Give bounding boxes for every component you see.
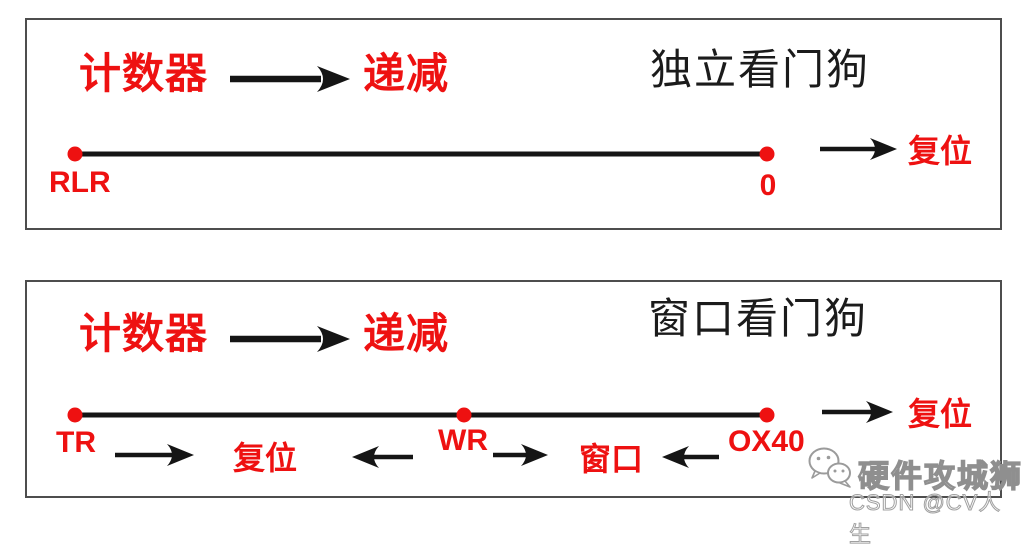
wwdg-window-zone-label: 窗口 (579, 441, 644, 477)
wwdg-window-zone-arrow-right-icon (493, 444, 548, 466)
timeline-dot-end (759, 146, 775, 162)
wwdg-decrement-label: 递减 (363, 310, 450, 357)
iwdg-timeline (67, 146, 775, 162)
wwdg-panel-title: 窗口看门狗 (648, 295, 869, 342)
iwdg-rlr-label: RLR (49, 166, 111, 199)
iwdg-reset-label: 复位 (908, 133, 973, 169)
wechat-icon (808, 447, 851, 488)
iwdg-reset-arrow-right-icon (820, 138, 897, 160)
timeline-dot-start (67, 407, 83, 423)
wwdg-reset-zone-arrow-right-icon (115, 444, 194, 466)
wwdg-reset-arrow-right-icon (822, 401, 893, 423)
wwdg-tr-label: TR (56, 426, 96, 459)
wwdg-panel: 计数器 递减 窗口看门狗 TR 复位 WR 窗口 (25, 280, 1002, 498)
iwdg-counter-label: 计数器 (79, 50, 209, 97)
watermark-brand: 硬件攻城狮 (857, 458, 1023, 494)
timeline-dot-window (456, 407, 472, 423)
wwdg-wr-label: WR (438, 424, 488, 457)
watermark-credit: CSDN @CV人生 (849, 490, 1002, 548)
timeline-dot-end (759, 407, 775, 423)
wwdg-timeline (67, 407, 775, 423)
timeline-dot-start (67, 146, 83, 162)
wwdg-ox40-label: OX40 (728, 425, 805, 458)
iwdg-counter-flow-arrow-right-icon (230, 66, 350, 92)
iwdg-panel-title: 独立看门狗 (650, 46, 871, 93)
iwdg-panel: 计数器 递减 独立看门狗 RLR 0 复位 (25, 18, 1002, 230)
wwdg-window-zone-arrow-left-icon (662, 446, 719, 468)
wwdg-reset-label: 复位 (908, 396, 973, 432)
iwdg-zero-label: 0 (759, 169, 777, 202)
wwdg-reset-zone-arrow-left-icon (352, 446, 413, 468)
wwdg-counter-flow-arrow-right-icon (230, 326, 350, 352)
wwdg-reset-zone-label: 复位 (233, 440, 298, 476)
iwdg-decrement-label: 递减 (363, 50, 450, 97)
watchdog-diagram: 计数器 递减 独立看门狗 RLR 0 复位 计数器 递减 窗口看门狗 (25, 18, 1023, 548)
wwdg-counter-label: 计数器 (79, 310, 209, 357)
